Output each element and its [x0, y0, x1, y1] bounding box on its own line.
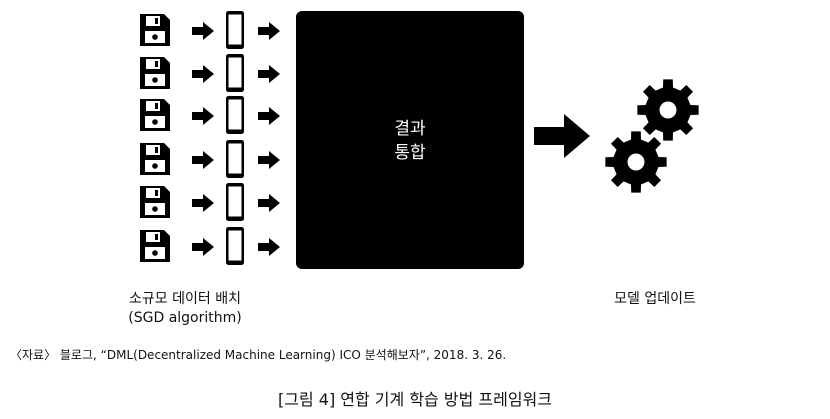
smartphone-icon — [226, 11, 244, 49]
right-arrow-icon — [192, 22, 214, 40]
data-batch-row — [138, 96, 288, 141]
data-batch-row — [138, 54, 288, 99]
result-aggregation-label: 결과 통합 — [296, 117, 524, 165]
right-arrow-icon — [258, 65, 280, 83]
right-arrow-icon — [192, 238, 214, 256]
figure-title: [그림 4] 연합 기계 학습 방법 프레임워크 — [278, 390, 552, 409]
right-arrow-icon — [192, 194, 214, 212]
right-arrow-icon — [258, 151, 280, 169]
right-arrow-icon — [534, 114, 590, 158]
data-batch-row — [138, 227, 288, 272]
right-arrow-icon — [192, 151, 214, 169]
right-arrow-icon — [258, 107, 280, 125]
smartphone-icon — [226, 96, 244, 134]
right-arrow-icon — [192, 107, 214, 125]
left-caption-line1: 소규모 데이터 배치 — [129, 291, 241, 307]
floppy-disk-icon — [140, 186, 170, 218]
data-batch-row — [138, 11, 288, 56]
gear-hole — [627, 153, 645, 171]
data-batch-row — [138, 140, 288, 185]
left-caption: 소규모 데이터 배치 (SGD algorithm) — [110, 288, 260, 326]
result-aggregation-box: 결과 통합 — [296, 11, 524, 269]
smartphone-icon — [226, 183, 244, 221]
source-note: 〈자료〉 블로그, “DML(Decentralized Machine Lea… — [10, 348, 507, 362]
gear-hole — [659, 101, 677, 119]
smartphone-icon — [226, 54, 244, 92]
right-arrow-icon — [258, 238, 280, 256]
smartphone-icon — [226, 227, 244, 265]
left-caption-line2: (SGD algorithm) — [128, 310, 242, 326]
result-aggregation-line2: 통합 — [394, 143, 426, 163]
floppy-disk-icon — [140, 14, 170, 46]
smartphone-icon — [226, 140, 244, 178]
result-aggregation-line1: 결과 — [394, 119, 426, 139]
right-arrow-icon — [192, 65, 214, 83]
right-arrow-icon — [258, 22, 280, 40]
floppy-disk-icon — [140, 230, 170, 262]
gears-icon — [605, 79, 699, 193]
floppy-disk-icon — [140, 99, 170, 131]
right-caption: 모델 업데이트 — [614, 291, 696, 307]
floppy-disk-icon — [140, 57, 170, 89]
right-arrow-icon — [258, 194, 280, 212]
data-batch-row — [138, 183, 288, 228]
floppy-disk-icon — [140, 143, 170, 175]
